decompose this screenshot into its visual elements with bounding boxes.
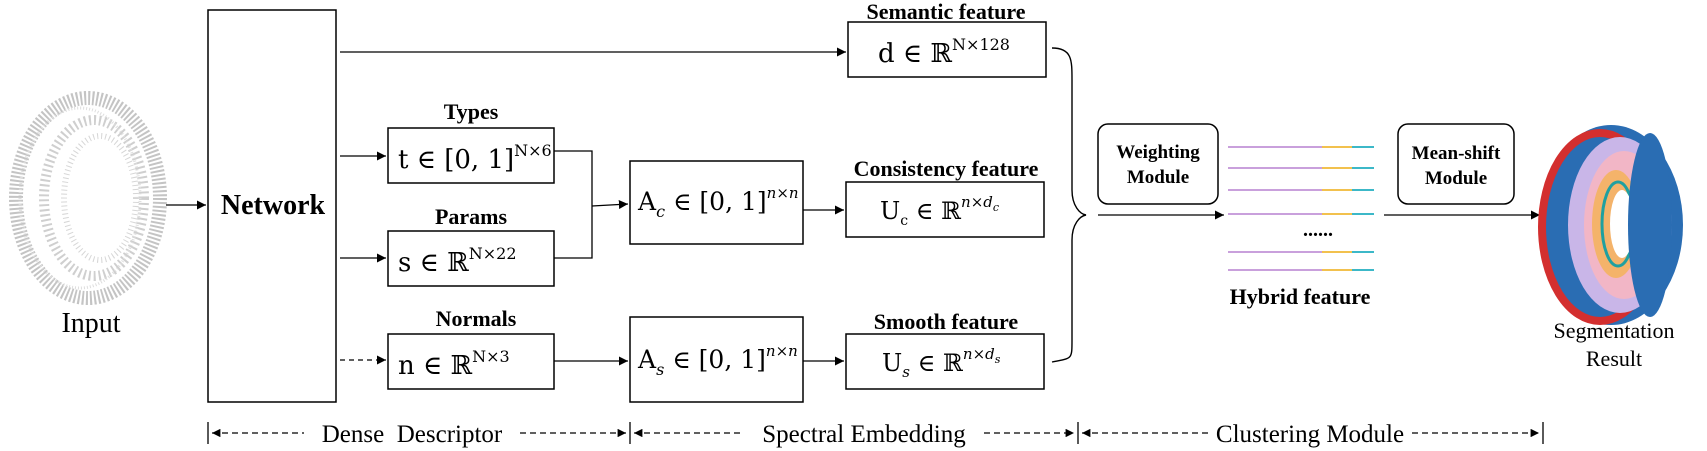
ac-input-arrow [591, 199, 629, 210]
meanshift-module-box [1397, 123, 1515, 205]
result-label-1: Segmentation [1554, 318, 1675, 343]
weighting-label-1: Weighting [1116, 142, 1200, 163]
as-formula: As ∈ [0, 1]n×n [637, 342, 798, 379]
consistency-title: Consistency feature [854, 156, 1039, 181]
smooth-title: Smooth feature [874, 309, 1019, 334]
result-label-2: Result [1586, 346, 1642, 371]
ac-box [629, 160, 804, 245]
meanshift-label-2: Module [1425, 168, 1487, 189]
normals-formula: n ∈ ℝN×3 [398, 347, 510, 381]
input-pointcloud-icon [9, 91, 167, 305]
params-title: Params [435, 204, 508, 229]
smooth-box [845, 333, 1045, 390]
normals-title: Normals [436, 306, 517, 331]
feature-brace [1051, 47, 1087, 363]
input-label: Input [61, 308, 120, 339]
types-title: Types [444, 99, 499, 124]
semantic-box [847, 21, 1047, 78]
segmentation-result-icon [1538, 125, 1683, 325]
hybrid-dots: ...... [1303, 219, 1333, 241]
hybrid-feature-lines [1228, 146, 1374, 271]
semantic-title: Semantic feature [866, 0, 1025, 24]
network-box [207, 9, 337, 403]
section-clustering-module: Clustering Module [1216, 421, 1404, 448]
ac-formula: Ac ∈ [0, 1]n×n [637, 184, 799, 221]
consistency-formula: Uc ∈ ℝn×dc [880, 193, 999, 229]
meanshift-label-1: Mean-shift [1412, 143, 1501, 164]
section-dense-descriptor: Dense Descriptor [322, 421, 503, 448]
params-formula: s ∈ ℝN×22 [398, 244, 517, 278]
semantic-formula: d ∈ ℝN×128 [878, 35, 1010, 69]
types-box [387, 127, 555, 184]
section-spectral-embedding: Spectral Embedding [762, 421, 966, 448]
consistency-box [845, 181, 1045, 238]
network-label: Network [221, 190, 326, 221]
hybrid-title: Hybrid feature [1230, 284, 1371, 309]
weighting-label-2: Module [1127, 167, 1189, 188]
types-formula: t ∈ [0, 1]N×6 [398, 141, 552, 175]
weighting-module-box [1097, 123, 1219, 205]
as-box [629, 316, 804, 403]
smooth-formula: Us ∈ ℝn×ds [882, 345, 1001, 381]
types-params-merge [554, 150, 593, 259]
